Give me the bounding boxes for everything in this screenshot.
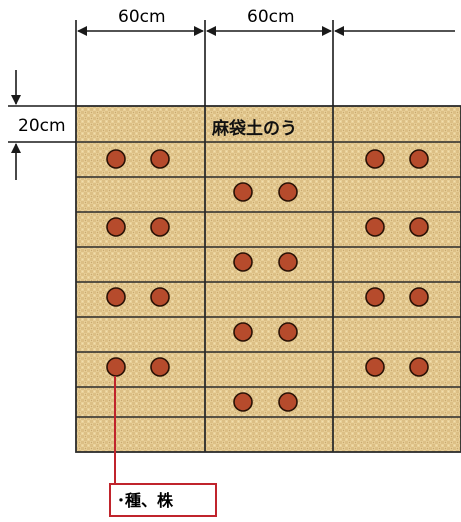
plant-marker — [278, 392, 298, 412]
sandbag-area — [76, 106, 461, 452]
plant-marker — [409, 217, 429, 237]
dim-label-top-left: 60cm — [118, 7, 166, 27]
dimension-lines — [8, 20, 455, 180]
plant-marker — [233, 252, 253, 272]
plant-marker — [233, 392, 253, 412]
dim-label-top-right: 60cm — [247, 7, 295, 27]
legend-text: ･種、株 — [117, 491, 174, 510]
plant-markers — [106, 149, 429, 412]
plant-marker — [233, 322, 253, 342]
plant-marker — [278, 252, 298, 272]
plant-marker — [365, 287, 385, 307]
plant-marker — [106, 287, 126, 307]
sandbag-seams — [76, 141, 461, 418]
plant-marker — [278, 322, 298, 342]
legend-box — [109, 483, 217, 517]
plant-marker — [150, 217, 170, 237]
plant-marker — [365, 149, 385, 169]
plant-marker — [365, 357, 385, 377]
plant-marker — [233, 182, 253, 202]
plant-marker — [106, 149, 126, 169]
sandbag-field — [75, 105, 461, 453]
plant-marker — [409, 357, 429, 377]
plant-marker — [106, 357, 126, 377]
plant-marker — [278, 182, 298, 202]
plant-marker — [150, 287, 170, 307]
legend-callout: ･種、株 — [109, 376, 217, 517]
plant-marker — [106, 217, 126, 237]
area-label: 麻袋土のう — [211, 118, 297, 139]
plant-marker — [150, 149, 170, 169]
plant-marker — [365, 217, 385, 237]
plant-marker — [409, 287, 429, 307]
sandbag-border — [75, 105, 461, 453]
plant-marker — [409, 149, 429, 169]
plant-marker — [150, 357, 170, 377]
dim-label-left: 20cm — [18, 116, 66, 136]
